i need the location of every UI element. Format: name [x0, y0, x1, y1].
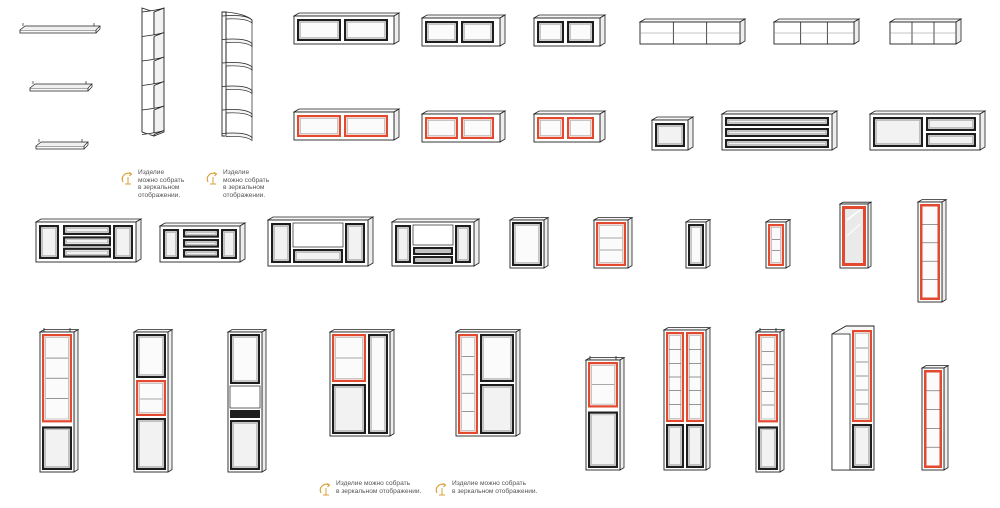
tv-stand-tb-107-drawing: [390, 218, 481, 267]
note-line: Изделие: [223, 169, 250, 176]
cabinet-shk-119: [752, 322, 788, 473]
note-line: Изделие можно собрать: [452, 480, 527, 487]
cabinet-shkn-107: [506, 212, 552, 269]
cabinet-shk-113-drawing: [132, 328, 174, 473]
corner-uo-201-drawing: [221, 11, 253, 142]
cabinet-shk-119-drawing: [754, 328, 786, 473]
corner-uo-201: [216, 6, 258, 142]
open-shelf-pln-101-drawing: [638, 18, 747, 45]
tv-stand-tb-103: [866, 104, 988, 154]
note-line: Изделие можно собрать: [336, 480, 411, 487]
cabinet-shk-116-drawing: [454, 328, 522, 437]
cabinet-shkn-110-drawing: [764, 218, 792, 269]
tv-stand-tb-105-drawing: [158, 222, 247, 263]
cabinet-shkn-110: [762, 214, 792, 269]
note-line: в зеркальном отображении.: [452, 487, 538, 495]
tv-stand-tb-103-drawing: [868, 110, 987, 151]
cabinet-shkn-105-drawing: [532, 14, 607, 47]
note-line: в зеркальном: [138, 184, 180, 192]
shelf-pln-106: [34, 136, 92, 152]
open-shelf-pln-101: [636, 10, 748, 52]
cabinet-shk-114-drawing: [226, 328, 268, 473]
cabinet-shkn-103: [418, 10, 508, 52]
note-line: можно собрать: [138, 176, 185, 184]
note-line: Изделие: [138, 169, 165, 176]
cabinet-shkn-107-drawing: [508, 216, 550, 269]
note-line: отображении.: [138, 191, 181, 199]
cabinet-shkn-104: [418, 106, 508, 152]
cabinet-shkn-104-drawing: [420, 110, 507, 143]
tv-stand-tb-106: [264, 210, 376, 268]
mirror-assembly-icon: [206, 172, 218, 185]
open-shelf-pln-102: [770, 10, 862, 52]
shelf-pln-105-drawing: [29, 81, 93, 92]
cabinet-shk-115: [326, 322, 398, 442]
mirror-assembly-icon: [435, 483, 447, 496]
tv-stand-tb-104-drawing: [34, 218, 143, 263]
cabinet-shk-118-drawing: [662, 326, 712, 471]
mirror-shkn-111-drawing: [838, 201, 873, 269]
cabinet-shkn-101-drawing: [292, 12, 401, 45]
corner-uo-101-drawing: [141, 7, 165, 137]
shelf-pln-105: [28, 78, 96, 94]
open-shelf-pln-103-drawing: [888, 18, 963, 45]
cabinet-shkn-101: [290, 8, 402, 52]
cabinet-shkn-109: [682, 214, 712, 269]
tv-stand-tb-102: [718, 104, 840, 154]
cabinet-shk-115-drawing: [328, 328, 396, 437]
display-nd-102-drawing: [920, 364, 950, 471]
cabinet-shk-114: [224, 322, 270, 473]
cabinet-shk-117-drawing: [584, 356, 626, 471]
cabinet-shk-113: [130, 322, 176, 473]
cabinet-shkn-102: [290, 104, 402, 152]
tv-stand-tb-107: [388, 212, 482, 268]
mirror-assembly-icon: [121, 172, 133, 185]
shelf-pln-104-drawing: [19, 23, 101, 34]
tv-stand-tb-105: [156, 218, 248, 264]
display-nd-101-drawing: [916, 198, 948, 303]
cabinet-shkn-106-drawing: [532, 110, 607, 143]
mirror-shkn-111: [836, 196, 876, 272]
tv-stand-tb-106-drawing: [266, 216, 375, 267]
tv-stand-tb-102-drawing: [720, 110, 839, 151]
tv-stand-tb-101-drawing: [650, 116, 695, 151]
note-line: в зеркальном: [223, 184, 265, 192]
open-shelf-pln-102-drawing: [772, 18, 861, 45]
cabinet-shkn-108-drawing: [592, 216, 634, 269]
note-line: в зеркальном отображении.: [336, 487, 422, 495]
cabinet-shk-112-drawing: [38, 328, 80, 473]
open-shelf-pln-103: [886, 10, 964, 52]
cabinet-shkn-105: [530, 10, 608, 52]
corner-cabinet-shk-120-drawing: [831, 325, 875, 471]
cabinet-shk-118: [660, 320, 714, 472]
cabinet-shkn-108: [590, 212, 636, 269]
cabinet-shk-117: [582, 350, 628, 471]
tv-stand-tb-101: [648, 110, 698, 154]
note-line: отображении.: [223, 191, 266, 199]
corner-cabinet-shk-120: [826, 320, 880, 472]
shelf-pln-106-drawing: [35, 139, 89, 150]
note-line: можно собрать: [223, 176, 270, 184]
mirror-assembly-icon: [319, 483, 331, 496]
cabinet-shkn-102-drawing: [292, 108, 401, 141]
cabinet-shk-116: [452, 322, 524, 442]
cabinet-shkn-109-drawing: [684, 218, 712, 269]
cabinet-shk-112: [36, 322, 82, 473]
corner-uo-101: [136, 4, 172, 140]
cabinet-shkn-103-drawing: [420, 14, 507, 47]
shelf-pln-104: [18, 20, 104, 36]
display-nd-101: [914, 194, 950, 306]
display-nd-102: [918, 360, 952, 472]
tv-stand-tb-104: [32, 214, 144, 264]
cabinet-shkn-106: [530, 106, 608, 152]
